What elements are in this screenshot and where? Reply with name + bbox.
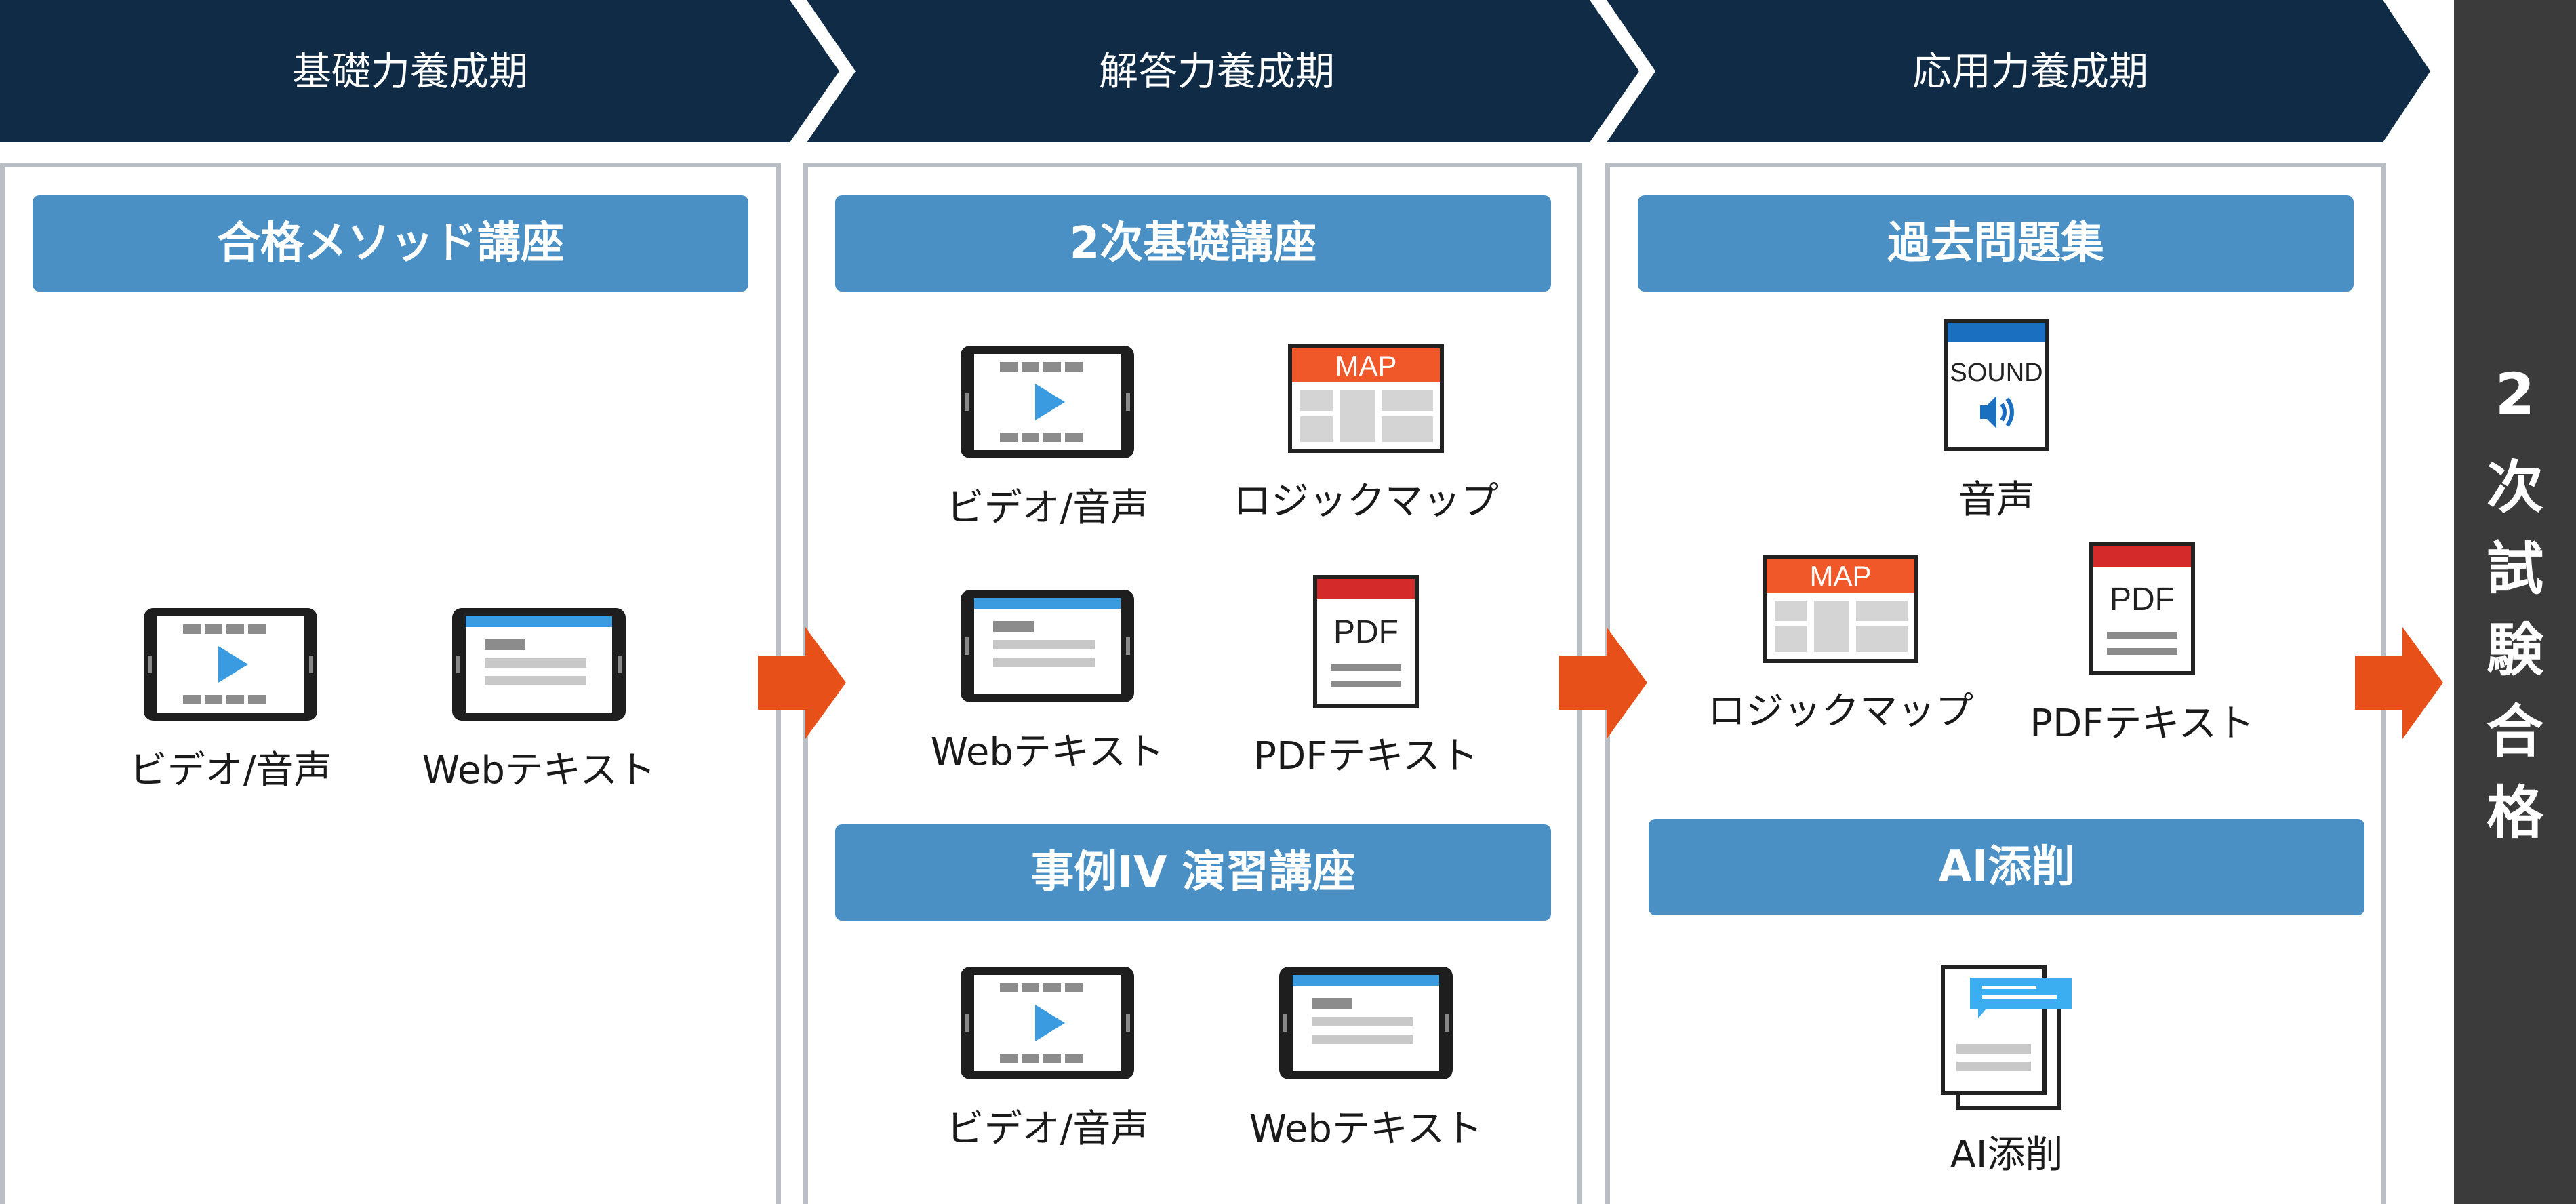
video-tablet-icon <box>961 967 1134 1079</box>
course-case4: 事例IV 演習講座 <box>835 824 1551 921</box>
phase-label-3: 応用力養成期 <box>1912 48 2148 94</box>
phase-banner <box>0 0 2430 142</box>
pdf-document-icon: PDF <box>2089 542 2195 675</box>
phase-2-chevron <box>807 0 1639 142</box>
video-tablet-icon <box>144 608 317 721</box>
web-tablet-icon <box>452 608 626 721</box>
map-item: MAP ロジックマップ <box>1708 555 1973 736</box>
phase-label-2: 解答力養成期 <box>1098 48 1335 94</box>
map-label: ロジックマップ <box>1708 689 1973 734</box>
final-goal-char: 次 <box>2486 454 2543 521</box>
phase-1-panel <box>0 163 781 1204</box>
web-item: Webテキスト <box>1249 965 1483 1153</box>
video-tablet-icon <box>961 346 1134 458</box>
map-item: MAP ロジックマップ <box>1233 344 1499 525</box>
web-tablet-icon <box>1279 967 1453 1079</box>
pdf-label: PDFテキスト <box>2030 702 2255 746</box>
web-label: Webテキスト <box>422 748 656 792</box>
video-label: ビデオ/音声 <box>129 748 332 792</box>
pdf-label: PDFテキスト <box>1253 734 1478 778</box>
pdf-icon-text: PDF <box>2110 582 2175 618</box>
sound-icon-text: SOUND <box>1950 359 2042 387</box>
web-label: Webテキスト <box>930 730 1165 774</box>
phase-1-chevron <box>0 0 839 142</box>
video-item: ビデオ/音声 <box>939 344 1156 532</box>
web-item: Webテキスト <box>422 607 656 795</box>
map-icon-text: MAP <box>1335 350 1396 382</box>
pdf-item: PDF PDFテキスト <box>2030 542 2255 748</box>
flow-arrow-3 <box>2355 627 2443 739</box>
pdf-icon-text: PDF <box>1333 614 1398 650</box>
video-label: ビデオ/音声 <box>946 486 1149 530</box>
final-goal-char: 2 <box>2495 361 2535 427</box>
audio-item: SOUND 音声 <box>1891 319 2101 524</box>
final-goal-char: 験 <box>2486 617 2543 683</box>
map-label: ロジックマップ <box>1233 479 1499 523</box>
web-tablet-icon <box>961 590 1134 702</box>
pdf-item: PDF PDFテキスト <box>1253 575 1478 780</box>
course-past: 過去問題集 <box>1638 195 2354 292</box>
flow-arrow-2 <box>1559 627 1647 739</box>
ai-correction-icon <box>1941 965 2072 1110</box>
phase-3-chevron <box>1607 0 2430 142</box>
audio-label: 音声 <box>1958 478 2034 522</box>
video-item: ビデオ/音声 <box>122 607 339 795</box>
final-goal-panel <box>2454 0 2576 1204</box>
final-goal-char: 合 <box>2486 698 2543 765</box>
course-ai: AI添削 <box>1649 819 2364 915</box>
logic-map-icon: MAP <box>1288 344 1444 453</box>
map-icon-text: MAP <box>1809 560 1871 592</box>
ai-label: AI添削 <box>1950 1133 2064 1177</box>
course-method: 合格メソッド講座 <box>33 195 748 292</box>
video-item: ビデオ/音声 <box>939 965 1156 1153</box>
logic-map-icon: MAP <box>1763 555 1918 663</box>
video-label: ビデオ/音声 <box>946 1107 1149 1151</box>
web-label: Webテキスト <box>1249 1107 1483 1151</box>
flow-arrow-1 <box>758 627 846 739</box>
ai-item: AI添削 <box>1898 963 2115 1179</box>
web-item: Webテキスト <box>931 588 1164 776</box>
final-goal-char: 試 <box>2486 536 2543 602</box>
course-basic: 2次基礎講座 <box>835 195 1551 292</box>
sound-document-icon: SOUND <box>1944 319 2049 452</box>
pdf-document-icon: PDF <box>1313 575 1419 708</box>
phase-label-1: 基礎力養成期 <box>291 48 528 94</box>
final-goal-char: 格 <box>2486 780 2543 846</box>
